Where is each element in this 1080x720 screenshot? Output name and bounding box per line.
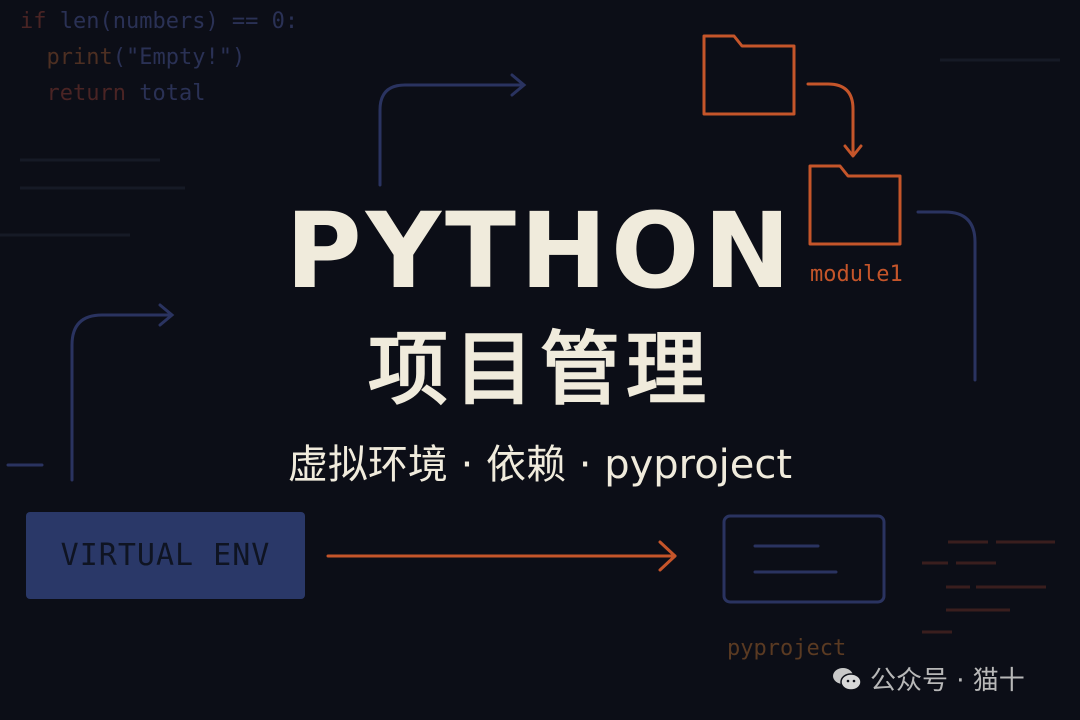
virtual-env-box: VIRTUAL ENV <box>26 512 305 599</box>
module-label: module1 <box>810 262 903 287</box>
folder-icons <box>326 34 902 572</box>
code-snippet: if len(numbers) == 0: print("Empty!") re… <box>20 4 298 112</box>
wechat-icon <box>833 667 862 691</box>
code-text: total <box>125 81 206 106</box>
pyproject-label: pyproject <box>727 636 847 661</box>
watermark-text: 公众号 · 猫十 <box>870 666 1025 696</box>
subtitle: 项目管理 <box>368 323 712 416</box>
main-title: PYTHON <box>285 190 795 312</box>
code-function: print <box>46 45 113 70</box>
code-text: ("Empty!") <box>112 45 246 70</box>
code-keyword: if <box>20 9 47 34</box>
tagline: 虚拟环境 · 依赖 · pyproject <box>287 442 793 488</box>
code-text: len(numbers) == 0: <box>46 9 299 34</box>
watermark: 公众号 · 猫十 <box>832 660 1025 697</box>
code-keyword: return <box>46 81 126 106</box>
